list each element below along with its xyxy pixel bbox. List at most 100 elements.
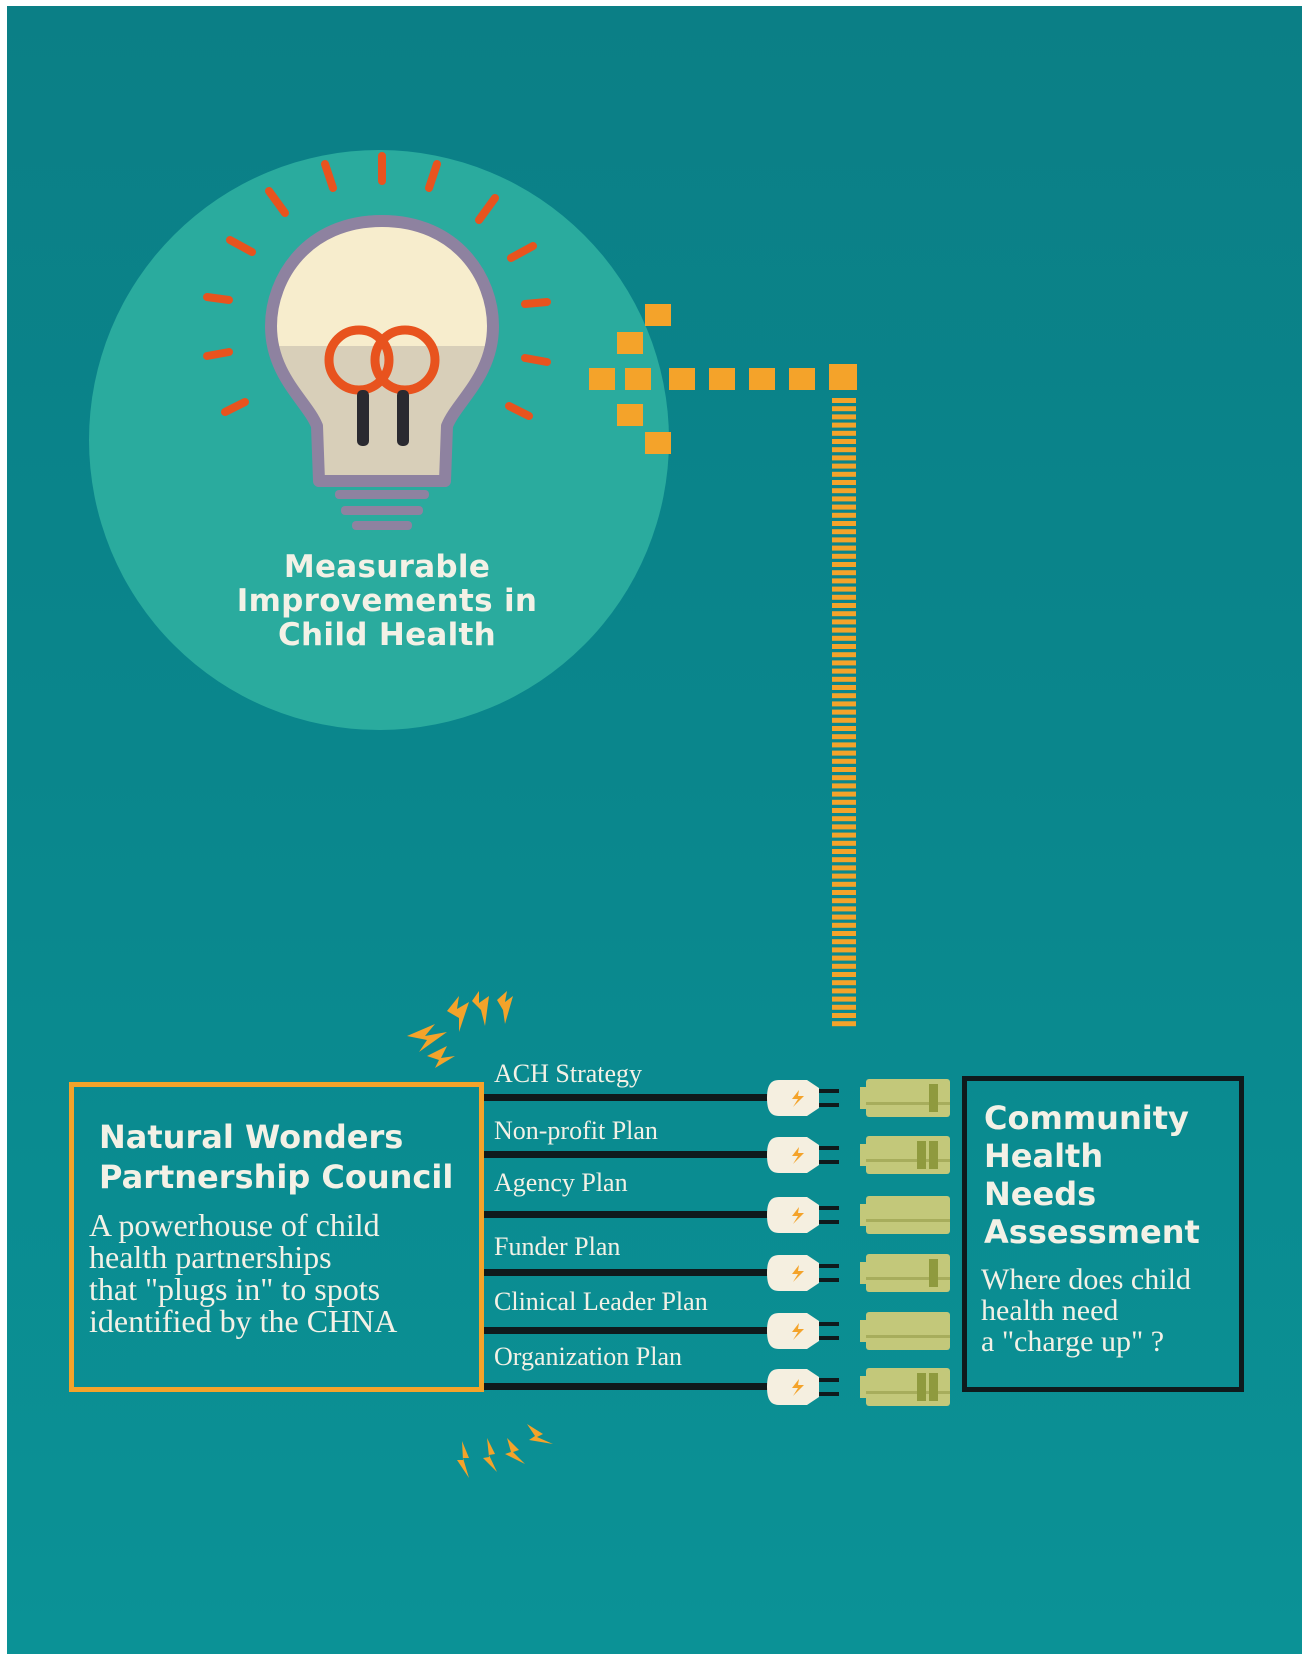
connector-dash xyxy=(832,783,856,789)
connector-dash xyxy=(832,521,856,526)
assessment-description-line: health need xyxy=(981,1294,1119,1327)
plan-label: Clinical Leader Plan xyxy=(494,1287,708,1316)
connector-dash xyxy=(832,455,856,461)
connector-dash xyxy=(832,635,856,641)
connector-dash xyxy=(832,430,856,436)
bulb-title-line: Improvements in xyxy=(236,583,538,619)
connector-dash xyxy=(832,439,856,444)
council-description-line: A powerhouse of child xyxy=(89,1207,380,1243)
connector-dashes xyxy=(832,398,856,1027)
connector-dash xyxy=(832,955,856,961)
connector-line xyxy=(589,304,857,1027)
assessment-title-line: Community xyxy=(984,1099,1189,1137)
connector-dash xyxy=(832,1004,856,1010)
connector-dash xyxy=(832,931,856,936)
connector-dash xyxy=(832,890,856,895)
connector-dash xyxy=(832,570,856,576)
connector-dash xyxy=(832,611,856,617)
batteries xyxy=(860,1079,950,1406)
connector-dash xyxy=(832,996,856,1002)
connector-dash xyxy=(832,742,856,748)
light-bulb-icon xyxy=(265,215,499,530)
connector-dash xyxy=(832,693,856,699)
connector-dash xyxy=(832,988,856,994)
council-description-line: health partnerships xyxy=(89,1239,332,1275)
plug-icon xyxy=(767,1369,839,1405)
plug-icon xyxy=(767,1080,839,1116)
battery-icon xyxy=(860,1368,950,1406)
spark-icon xyxy=(457,1424,553,1478)
connector-dash xyxy=(832,553,856,559)
assessment-description-line: Where does child xyxy=(981,1263,1191,1296)
connector-dash xyxy=(832,881,856,887)
plugs-diagram xyxy=(407,991,950,1478)
connector-dash xyxy=(832,652,856,658)
connector-dash xyxy=(832,660,856,666)
assessment-title-line: Needs xyxy=(984,1175,1097,1213)
assessment-title-line: Health xyxy=(984,1137,1104,1175)
connector-dash xyxy=(832,963,856,969)
council-description-line: identified by the CHNA xyxy=(89,1303,398,1339)
connector-dash xyxy=(832,775,856,781)
plug-icon xyxy=(767,1313,839,1349)
connector-dash xyxy=(832,750,856,756)
assessment-description-line: a "charge up" ? xyxy=(981,1325,1165,1358)
connector-dash xyxy=(832,914,856,920)
bulb-illustration xyxy=(89,150,669,730)
connector-dash xyxy=(832,480,856,485)
connector-dash xyxy=(832,676,856,682)
connector-dash xyxy=(832,447,856,453)
connector-dash xyxy=(832,922,856,928)
connector-dash xyxy=(832,898,856,904)
connector-dash xyxy=(832,947,856,953)
connector-dash xyxy=(832,414,856,420)
connector-dash xyxy=(832,791,856,797)
plug-icon xyxy=(767,1197,839,1233)
connector-dash xyxy=(832,832,856,838)
battery-icon xyxy=(860,1079,950,1117)
connector-dash xyxy=(832,865,856,871)
plug-cord xyxy=(479,1383,779,1390)
connector-dash xyxy=(832,717,856,723)
connector-dash xyxy=(832,504,856,510)
council-title-line: Partnership Council xyxy=(99,1158,454,1196)
assessment-title-line: Assessment xyxy=(984,1213,1200,1251)
plan-label: Agency Plan xyxy=(494,1168,628,1197)
connector-dash xyxy=(832,972,856,977)
connector-dash xyxy=(832,767,856,772)
connector-dash xyxy=(832,463,856,469)
council-description: A powerhouse of child health partnership… xyxy=(89,1209,479,1337)
connector-dash xyxy=(832,840,856,846)
connector-dash xyxy=(832,627,856,633)
council-description-line: that "plugs in" to spots xyxy=(89,1271,381,1307)
bulb-title-line: Child Health xyxy=(277,617,497,653)
connector-dash xyxy=(832,537,856,543)
connector-dash xyxy=(832,709,856,715)
bulb-title: Measurable Improvements in Child Health xyxy=(192,550,582,652)
light-rays-icon xyxy=(203,152,551,420)
plug-icon xyxy=(767,1137,839,1173)
connector-dash xyxy=(832,578,856,584)
connector-dash xyxy=(832,594,856,600)
connector-dash xyxy=(832,422,856,428)
connector-dash xyxy=(832,619,856,625)
connector-dash xyxy=(832,816,856,822)
assessment-description: Where does child health need a "charge u… xyxy=(981,1264,1249,1357)
connector-dash xyxy=(832,545,856,551)
battery-icon xyxy=(860,1254,950,1292)
assessment-box: Community Health Needs Assessment Where … xyxy=(962,1076,1244,1392)
connector-dash xyxy=(832,586,856,592)
connector-dash xyxy=(832,398,856,403)
connector-dash xyxy=(832,529,856,535)
connector-plus-icon xyxy=(589,304,857,454)
connector-dash xyxy=(832,939,856,945)
council-title-line: Natural Wonders xyxy=(99,1118,404,1156)
connector-dash xyxy=(832,758,856,764)
council-title: Natural Wonders Partnership Council xyxy=(99,1117,479,1197)
plugs xyxy=(767,1080,839,1405)
plug-cord xyxy=(479,1094,779,1101)
battery-icon xyxy=(860,1196,950,1234)
plug-cord xyxy=(479,1211,779,1218)
battery-icon xyxy=(860,1136,950,1174)
connector-dash xyxy=(832,471,856,477)
